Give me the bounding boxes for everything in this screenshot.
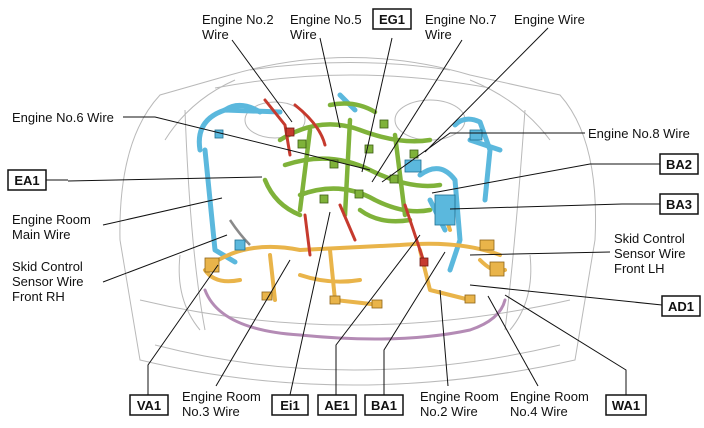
label-engine-no5-wire: Engine No.5 Wire [290,12,365,42]
label-engine-room-no2-wire: Engine Room No.2 Wire [420,389,502,419]
svg-text:AE1: AE1 [324,398,349,413]
label-skid-control-sensor-wire-front-rh: Skid Control Sensor Wire Front RH [12,259,87,304]
connector-blocks [204,119,505,309]
svg-text:EG1: EG1 [379,12,405,27]
connector-code-ba2: BA2 [659,153,699,175]
svg-text:WA1: WA1 [612,398,640,413]
label-engine-no6-wire: Engine No.6 Wire [12,110,114,125]
label-engine-no8-wire: Engine No.8 Wire [588,126,690,141]
connector-code-wa1: WA1 [605,394,647,416]
label-engine-room-no3-wire: Engine Room No.3 Wire [182,389,264,419]
connector-code-ei1: Ei1 [271,394,309,416]
label-skid-control-sensor-wire-front-lh: Skid Control Sensor Wire Front LH [614,231,689,276]
connector-code-ba1: BA1 [364,394,404,416]
label-engine-room-main-wire: Engine Room Main Wire [12,212,94,242]
connector-code-ea1: EA1 [7,169,47,191]
svg-text:BA1: BA1 [371,398,397,413]
svg-text:AD1: AD1 [668,299,694,314]
svg-text:VA1: VA1 [137,398,161,413]
harness-skid-control [203,219,507,341]
label-engine-room-no4-wire: Engine Room No.4 Wire [510,389,592,419]
vehicle-outline [119,57,597,386]
svg-text:BA2: BA2 [666,157,692,172]
svg-text:Ei1: Ei1 [280,398,300,413]
connector-code-ba3: BA3 [659,193,699,215]
svg-text:BA3: BA3 [666,197,692,212]
svg-text:EA1: EA1 [14,173,39,188]
connector-code-eg1: EG1 [372,8,412,30]
connector-code-va1: VA1 [129,394,169,416]
harness-engine-no2 [263,98,427,267]
label-engine-no2-wire: Engine No.2 Wire [202,12,277,42]
label-engine-wire: Engine Wire [514,12,585,27]
connector-code-ae1: AE1 [317,394,357,416]
connector-code-ad1: AD1 [661,295,701,317]
label-engine-no7-wire: Engine No.7 Wire [425,12,500,42]
leader-lines [67,27,663,396]
